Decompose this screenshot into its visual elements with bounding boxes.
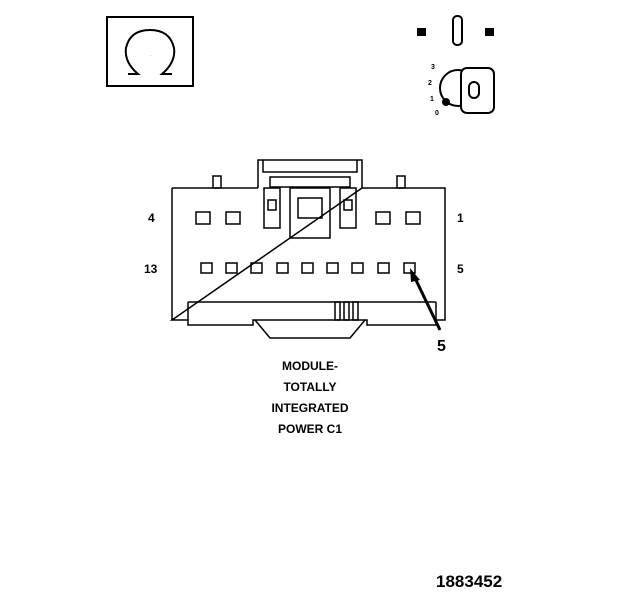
pin-cavity: [250, 262, 263, 274]
pin-cavity: [195, 211, 211, 225]
pin-cavity: [225, 211, 241, 225]
pin-cavity: [375, 211, 391, 225]
key-position-1: 1: [430, 96, 434, 103]
key-position-3: 3: [431, 64, 435, 71]
key-position-0: 0: [435, 110, 439, 117]
caption-line-1: MODULE-: [282, 359, 338, 373]
ground-symbol-text: Ω: [150, 55, 151, 57]
pin-label-4: 4: [148, 211, 155, 225]
pin-cavity: [276, 262, 289, 274]
key-position-2: 2: [428, 80, 432, 87]
pin-cavity: [351, 262, 364, 274]
caption-line-4: POWER C1: [277, 422, 342, 436]
figure-number: 1883452: [436, 572, 503, 591]
ground-symbol-icon: Ω: [106, 16, 194, 87]
pin-label-1: 1: [457, 211, 464, 225]
connector-caption: MODULE- TOTALLY INTEGRATED POWER C1: [230, 356, 390, 440]
pin-cavity: [326, 262, 339, 274]
pin-cavity: [225, 262, 238, 274]
caption-line-2: TOTALLY: [283, 380, 337, 394]
pin-cavity: [301, 262, 314, 274]
caption-line-3: INTEGRATED: [271, 401, 349, 415]
callout-arrow: [410, 268, 442, 331]
pin-cavity: [200, 262, 213, 274]
callout-label: 5: [437, 338, 446, 355]
pin-cavity: [377, 262, 390, 274]
connector-body: [169, 159, 446, 339]
pin-cavity: [405, 211, 421, 225]
pin-row-bottom: [200, 262, 416, 274]
pin-label-5: 5: [457, 262, 464, 276]
pin-label-13: 13: [144, 262, 158, 276]
pin-row-top: [195, 211, 421, 225]
pin-cavity: [403, 262, 416, 274]
key-switch-icon: 3 2 1 0: [417, 15, 495, 117]
